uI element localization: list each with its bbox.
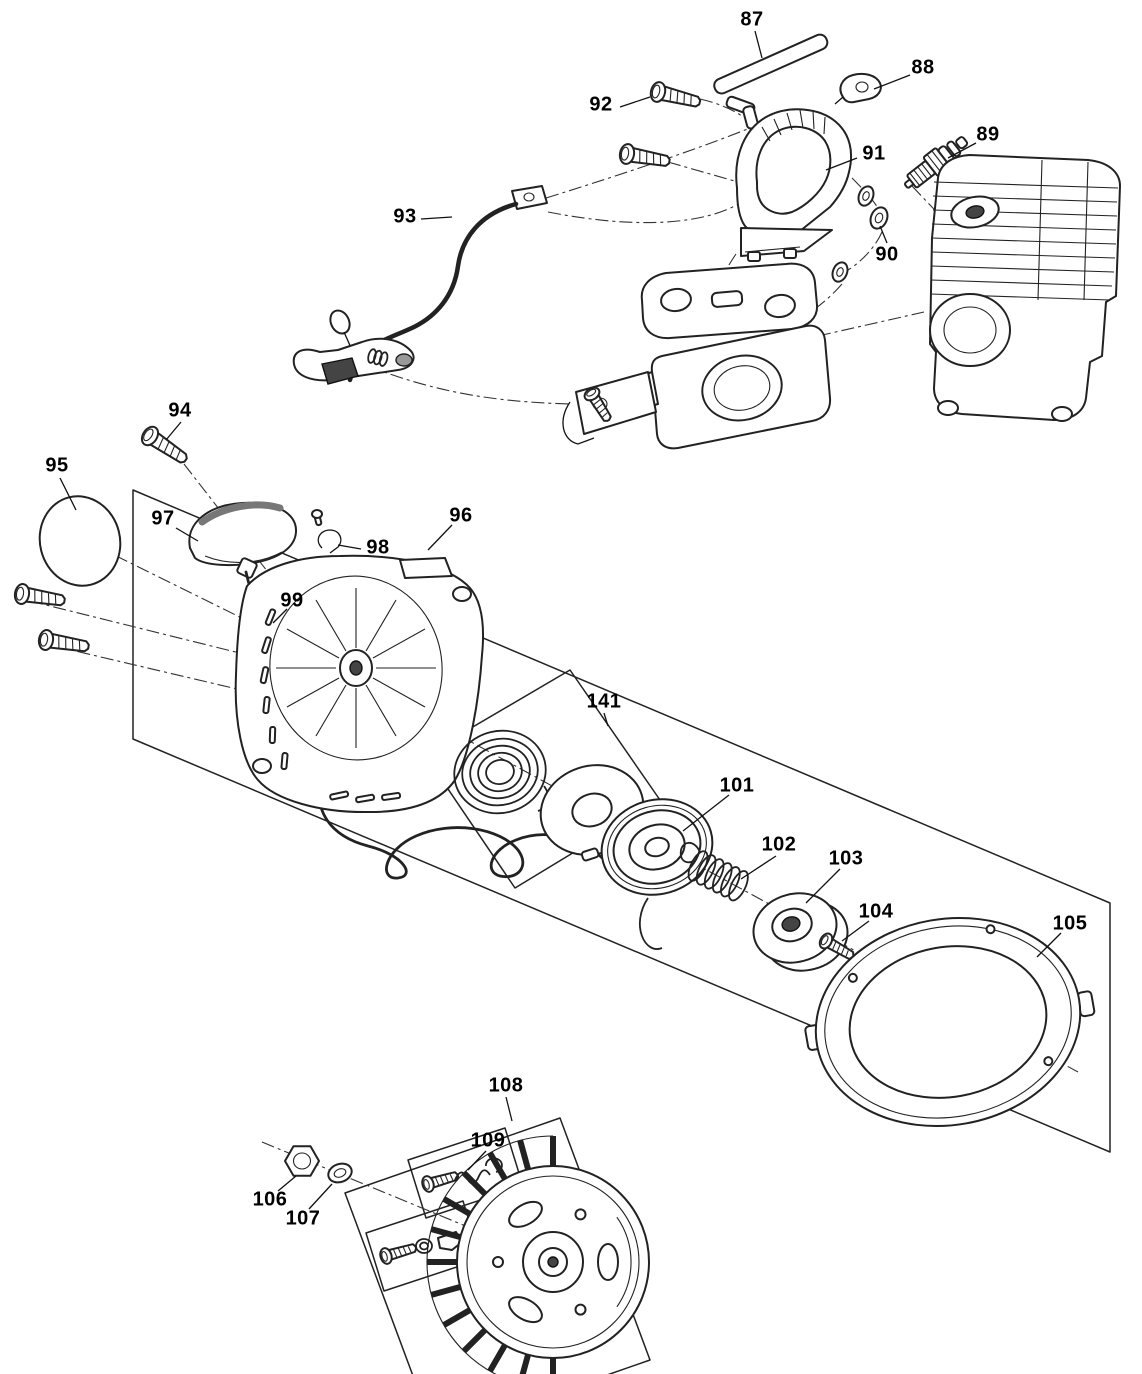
part-label-89: 89 [976, 123, 1000, 146]
disc-95 [38, 495, 122, 587]
part-label-88: 88 [911, 56, 935, 79]
nut-106 [284, 1145, 320, 1177]
part-label-93: 93 [393, 205, 417, 228]
part-label-92: 92 [589, 93, 613, 116]
part-label-105: 105 [1052, 912, 1088, 935]
part-label-99: 99 [280, 589, 304, 612]
throttle-rod-93 [292, 185, 548, 385]
washer-107 [327, 1162, 353, 1184]
muffler-bracket-plates [562, 262, 832, 450]
flywheel-108 [426, 1135, 650, 1374]
cylinder-assembly [929, 154, 1121, 422]
fan-ring-105 [804, 916, 1096, 1128]
part-label-102: 102 [761, 833, 797, 856]
part-label-103: 103 [828, 847, 864, 870]
screw-92 [617, 79, 704, 173]
starter-grip-97 [188, 501, 298, 579]
part-label-95: 95 [45, 454, 69, 477]
part-label-107: 107 [285, 1207, 321, 1230]
part-label-91: 91 [862, 142, 886, 165]
part-label-108: 108 [488, 1074, 524, 1097]
part-label-97: 97 [151, 507, 175, 530]
washers-90 [831, 185, 889, 283]
clip-98 [311, 509, 342, 554]
part-label-104: 104 [858, 900, 894, 923]
part-label-94: 94 [168, 399, 192, 422]
drive-cup-103 [752, 892, 849, 972]
part-label-87: 87 [740, 8, 764, 31]
part-label-109: 109 [470, 1129, 506, 1152]
handle-91 [735, 108, 853, 262]
screw-94 [137, 422, 193, 470]
starter-pulley-101 [600, 798, 714, 950]
part-label-90: 90 [875, 243, 899, 266]
fuel-tube-87 [713, 33, 829, 130]
part-label-141: 141 [586, 690, 622, 713]
clip-88 [834, 72, 882, 105]
left-screws [12, 582, 92, 658]
part-label-101: 101 [719, 774, 755, 797]
part-label-96: 96 [449, 504, 473, 527]
return-spring-102 [679, 842, 749, 902]
leader-lines [59, 30, 1062, 1210]
part-label-98: 98 [366, 536, 390, 559]
part-label-106: 106 [252, 1188, 288, 1211]
spark-plug-89 [904, 136, 969, 189]
starter-housing-96 [234, 554, 485, 814]
